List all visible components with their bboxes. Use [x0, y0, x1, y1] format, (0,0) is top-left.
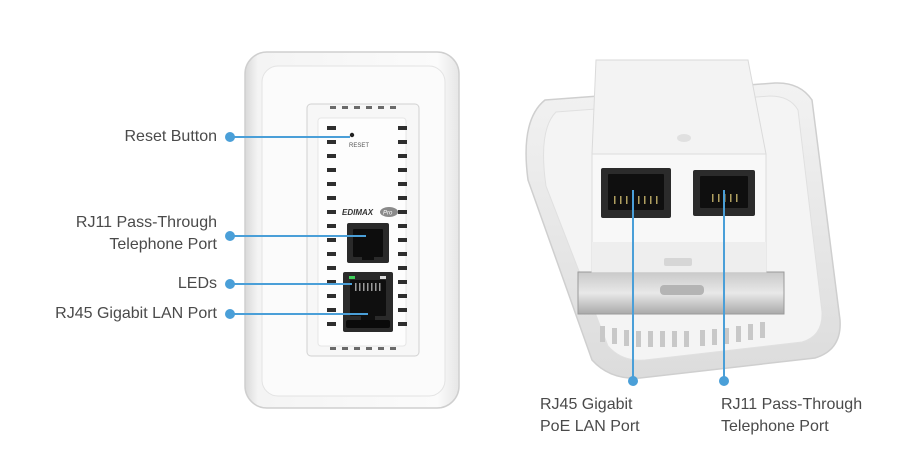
base-vents [600, 322, 765, 347]
led-green [349, 276, 355, 279]
reset-hole[interactable] [349, 132, 355, 138]
label-rj11-front-line1: RJ11 Pass-Through [75, 214, 217, 231]
reset-text: RESET [349, 143, 369, 149]
edimax-logo: EDIMAX [342, 208, 374, 217]
label-rj11-front: RJ11 Pass-Through Telephone Port [76, 212, 217, 256]
dot-rj45-lan [225, 309, 235, 319]
rj45-latch-slot [346, 320, 390, 328]
back-module-box [591, 59, 767, 273]
front-device: RESET EDIMAX Pro [244, 51, 460, 409]
dot-rj11 [225, 231, 235, 241]
module-screw-hole [677, 134, 691, 142]
label-leds: LEDs [177, 275, 217, 292]
label-rj45-poe-line1: RJ45 Gigabit [540, 396, 633, 413]
module-face-band [592, 242, 766, 272]
pro-badge-text: Pro [383, 211, 393, 217]
label-rj11-back: RJ11 Pass-Through Telephone Port [721, 394, 862, 438]
dot-rj45-poe [628, 376, 638, 386]
back-device [525, 59, 841, 379]
top-vents [330, 106, 396, 109]
module-latch [664, 258, 692, 266]
leader-lines [225, 132, 729, 386]
left-vents [327, 126, 336, 326]
rj45-contacts [355, 283, 381, 291]
label-rj11-front-line2: Telephone Port [109, 236, 217, 253]
bottom-vents [330, 347, 396, 350]
label-reset-button: Reset Button [124, 128, 218, 145]
led-white [380, 276, 386, 279]
front-rj45-port[interactable] [343, 272, 393, 332]
right-vents [398, 126, 407, 326]
dot-leds [225, 279, 235, 289]
dot-rj11-back [719, 376, 729, 386]
front-rj11-port[interactable] [347, 223, 389, 263]
dot-reset [225, 132, 235, 142]
pro-badge-shape [380, 207, 398, 217]
label-rj11-back-line1: RJ11 Pass-Through [721, 396, 863, 413]
label-rj45-poe: RJ45 Gigabit PoE LAN Port [540, 394, 640, 438]
label-rj11-back-line2: Telephone Port [721, 418, 829, 435]
metal-bracket-slot [660, 285, 704, 295]
label-rj45-lan: RJ45 Gigabit LAN Port [55, 305, 217, 322]
back-rj45-port[interactable] [601, 168, 671, 218]
label-rj45-poe-line2: PoE LAN Port [540, 418, 640, 435]
